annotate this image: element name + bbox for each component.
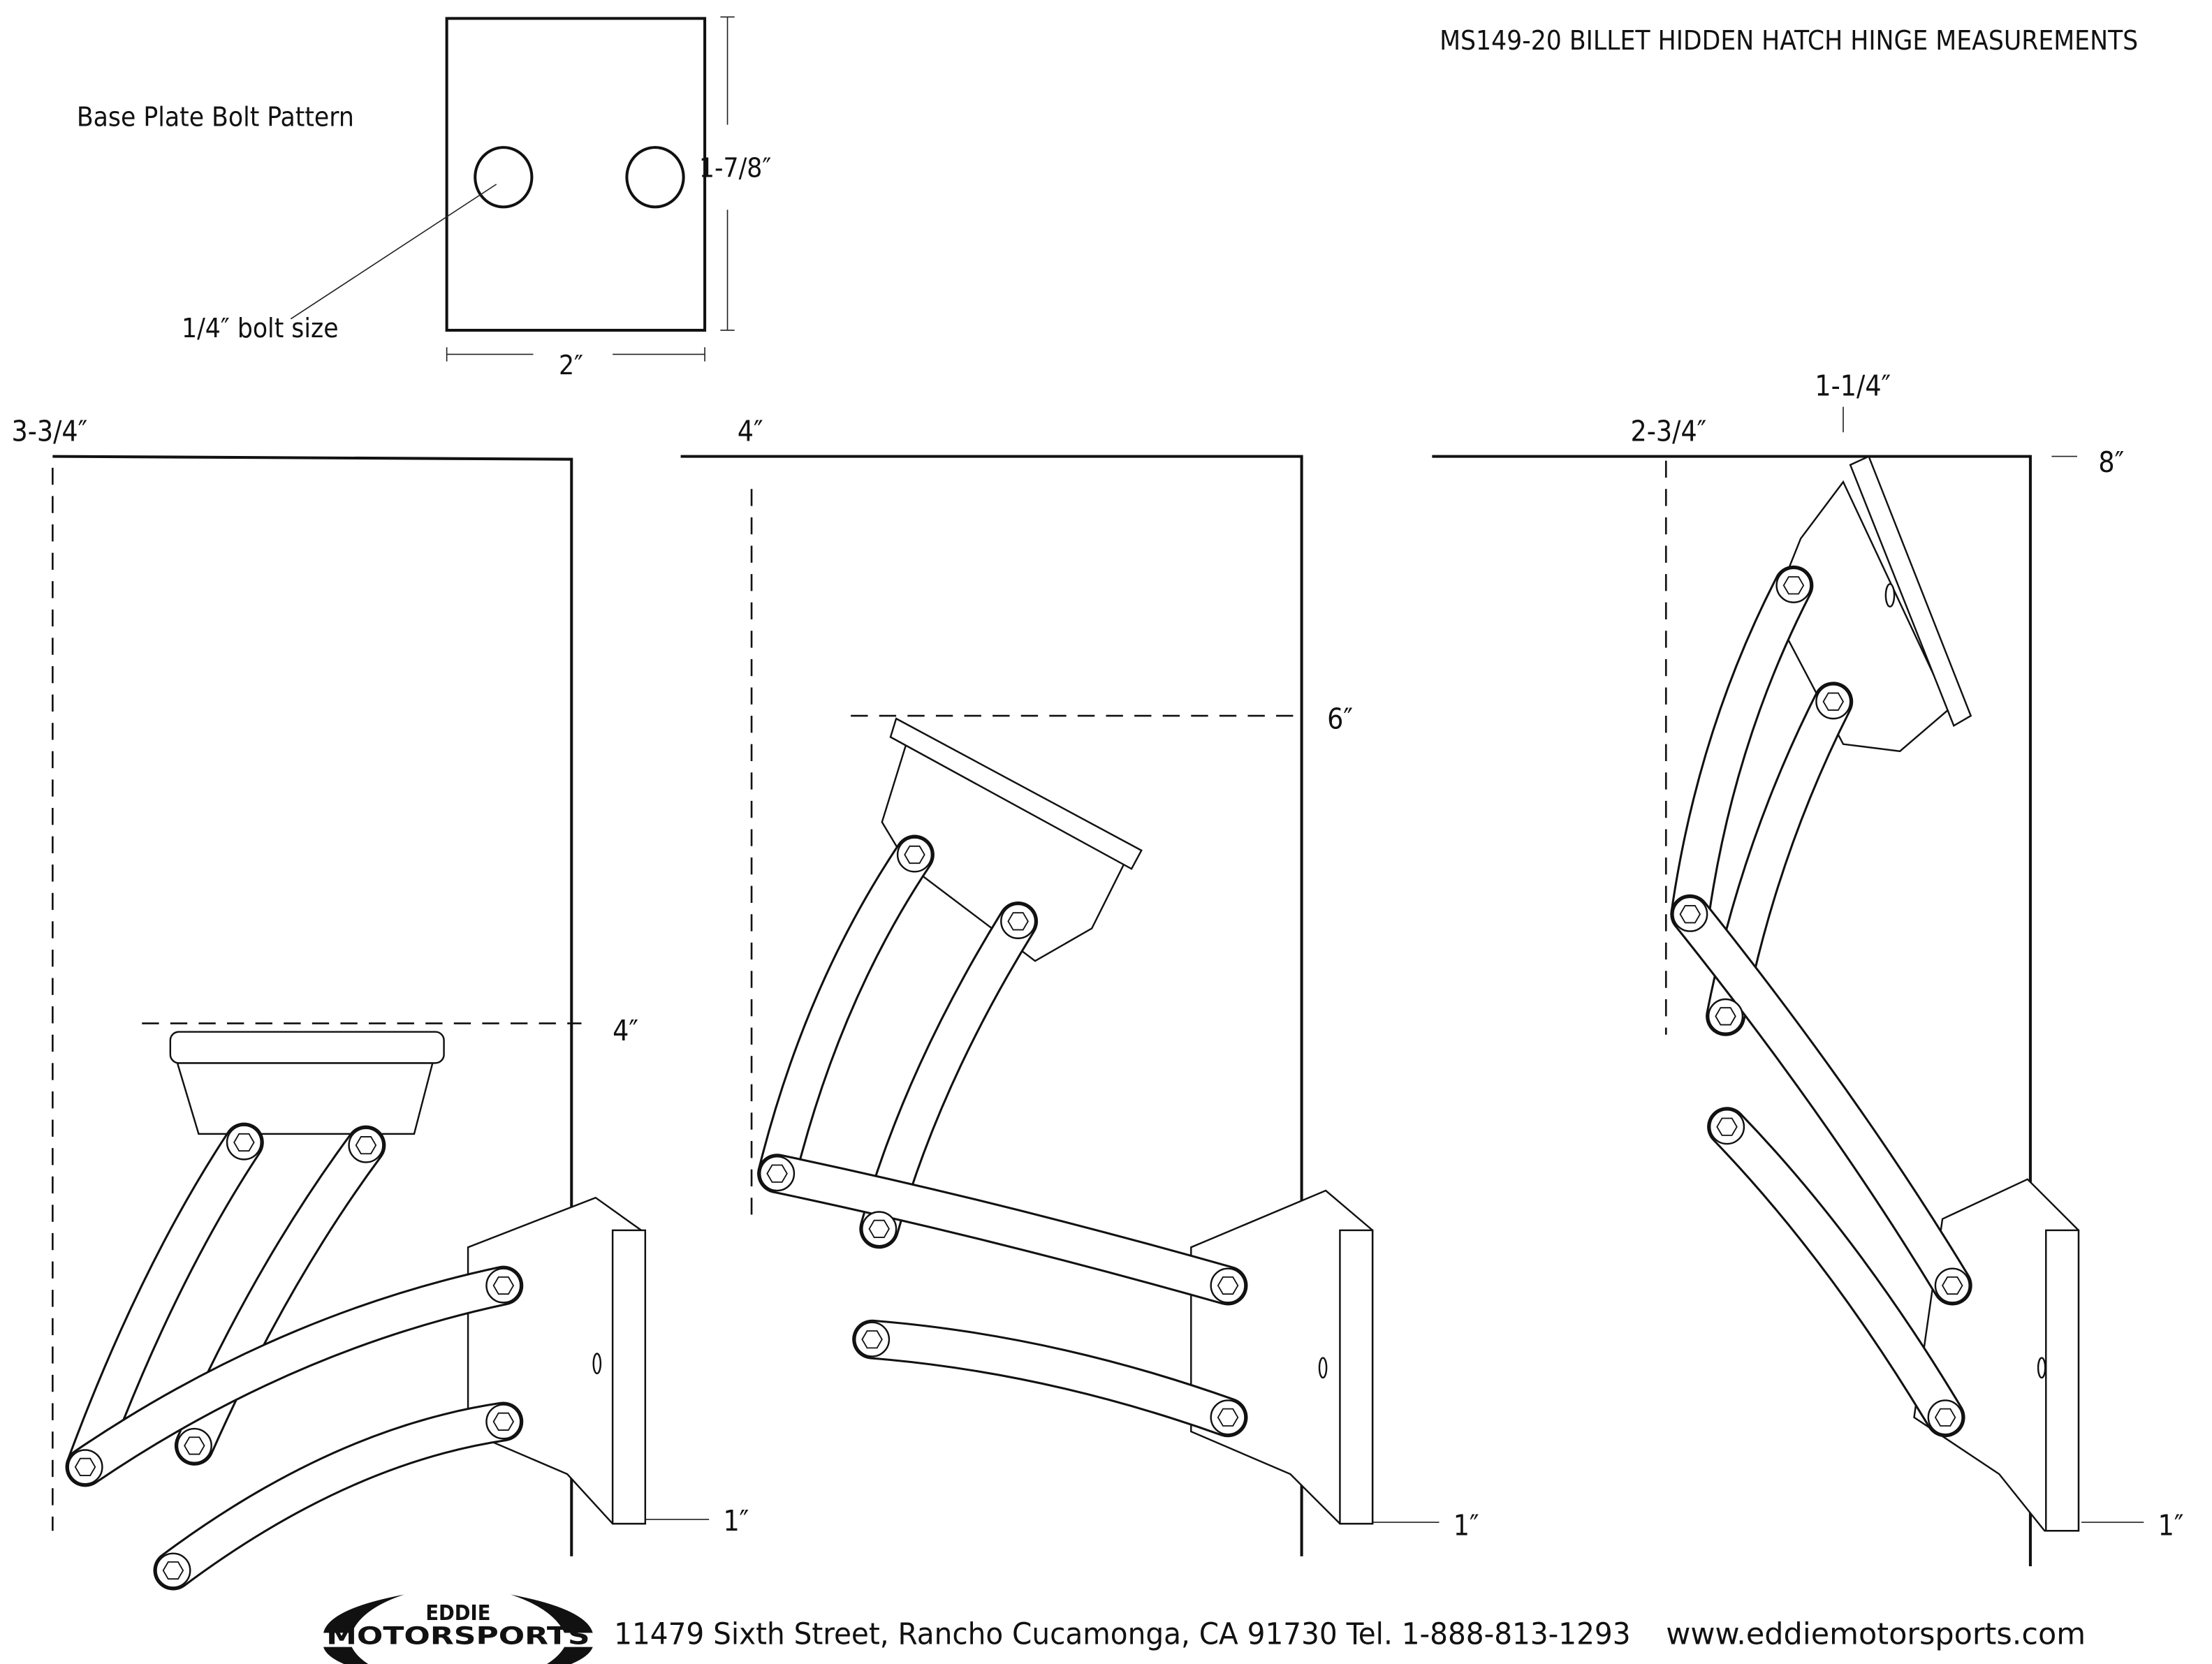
eddie-motorsports-logo: EDDIE MOTORSPORTS (323, 1594, 593, 1664)
logo-text-eddie: EDDIE (425, 1601, 490, 1626)
hinge-drawing (757, 717, 1374, 1525)
panel-outline (680, 455, 1303, 1556)
height-label: 4″ (613, 1014, 638, 1047)
hinge-view-mid: 4″ 6″ 1″ (680, 414, 1479, 1556)
footer: EDDIE MOTORSPORTS 11479 Sixth Street, Ra… (323, 1594, 2086, 1664)
footer-website-link[interactable]: www.eddiemotorsports.com (1666, 1617, 2086, 1652)
top-width-label: 4″ (738, 414, 763, 448)
base-label: 1″ (1453, 1508, 1479, 1542)
logo-text-motorsports: MOTORSPORTS (326, 1623, 590, 1651)
footer-address: 11479 Sixth Street, Rancho Cucamonga, CA… (614, 1617, 1630, 1652)
base-label: 1″ (2158, 1508, 2184, 1542)
hinge-view-closed: 3-3/4″ 4″ 1″ (11, 414, 749, 1591)
base-label: 1″ (723, 1504, 749, 1538)
base-plate-label: Base Plate Bolt Pattern (77, 102, 354, 133)
offset-label: 1-1/4″ (1815, 369, 1891, 402)
top-width-label: 2-3/4″ (1631, 414, 1707, 448)
height-label: 6″ (1327, 702, 1353, 735)
bolt-hole-left (474, 146, 534, 209)
width-dimension (446, 347, 705, 362)
bolt-hole-right (625, 146, 685, 209)
panel-outline (52, 455, 573, 1556)
hinge-view-open: 1-1/4″ 2-3/4″ 8″ 1″ (1432, 369, 2183, 1566)
height-dimension (720, 16, 735, 331)
base-plate-drawing: Base Plate Bolt Pattern 1/4″ bolt size 1… (77, 16, 771, 381)
width-label: 2″ (559, 350, 583, 381)
hinge-drawing (65, 1031, 647, 1591)
bolt-size-label: 1/4″ bolt size (182, 313, 339, 344)
hinge-drawing (1670, 455, 2080, 1532)
bolt-leader-line (290, 184, 497, 320)
base-plate-outline (445, 17, 707, 332)
page-title: MS149-20 BILLET HIDDEN HATCH HINGE MEASU… (1440, 25, 2138, 57)
top-width-label: 3-3/4″ (11, 414, 87, 448)
height-label: 8″ (2098, 446, 2124, 479)
height-label: 1-7/8″ (699, 153, 771, 184)
